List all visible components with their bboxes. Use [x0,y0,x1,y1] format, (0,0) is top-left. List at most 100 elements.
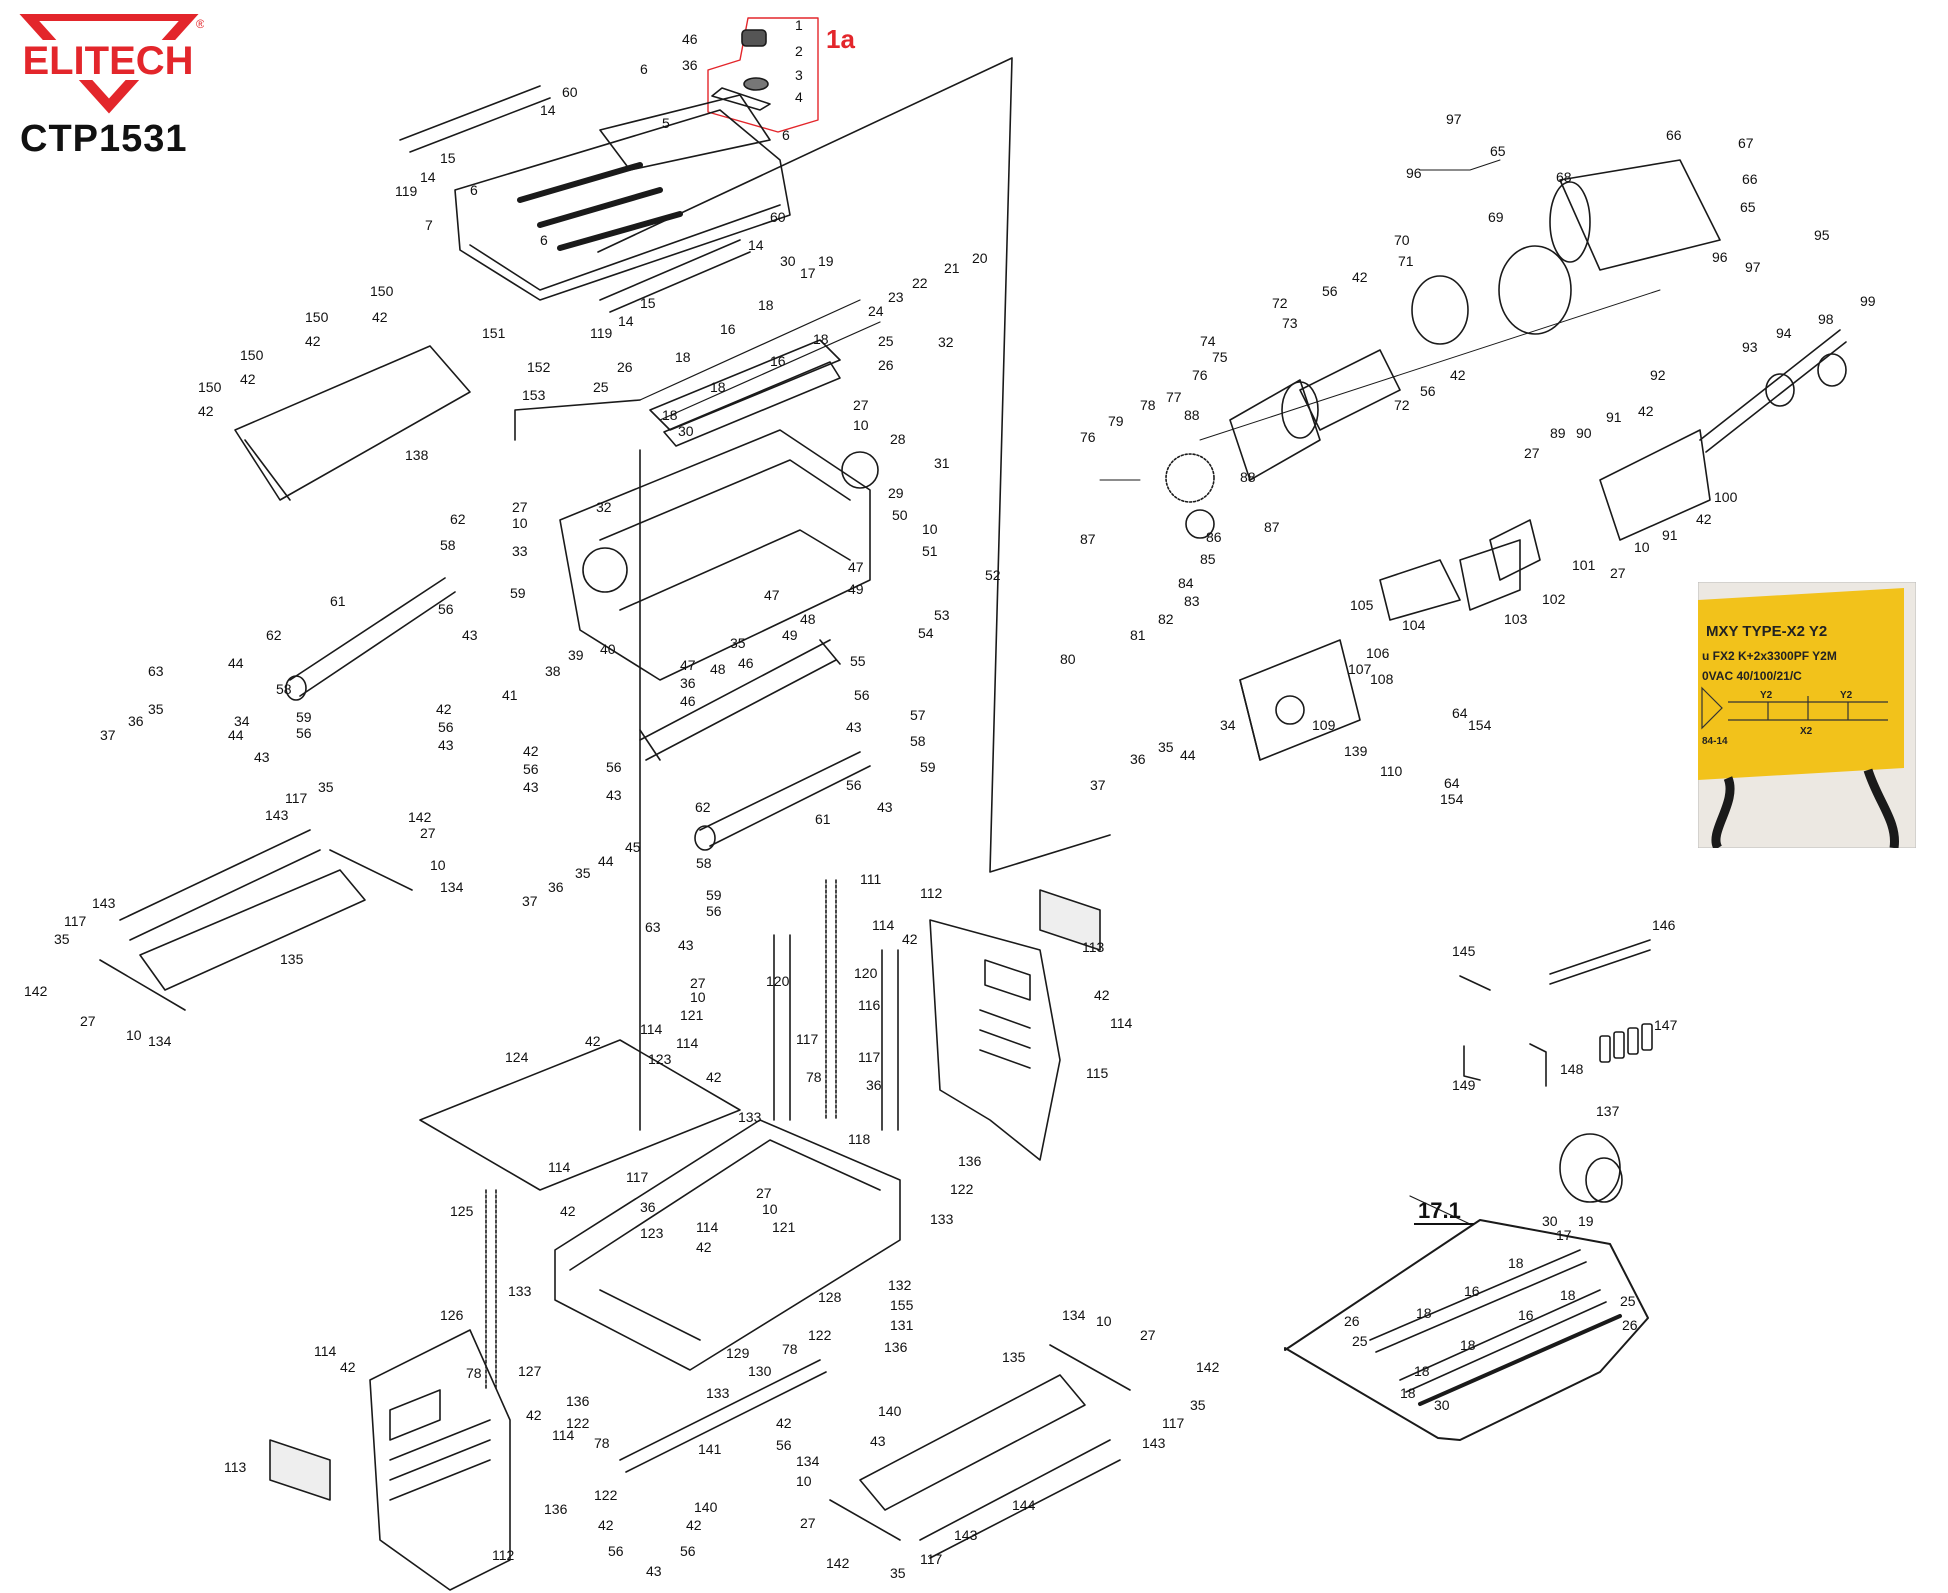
part-label: 78 [594,1435,610,1451]
part-label: 48 [710,661,726,677]
part-label: 70 [1394,232,1410,248]
subassembly-outline [1284,1219,1649,1441]
part-label: 56 [296,725,312,741]
part-label: 6 [640,61,648,77]
part-label: 138 [405,447,429,463]
part-label: 56 [680,1543,696,1559]
capacitor-photo: MXY TYPE-X2 Y2 u FX2 K+2x3300PF Y2M 0VAC… [1698,582,1916,848]
part-label: 67 [1738,135,1754,151]
part-label: 83 [1184,593,1200,609]
part-label: 80 [1060,651,1076,667]
part-label: 66 [1742,171,1758,187]
part-label: 47 [764,587,780,603]
part-label: 79 [1108,413,1124,429]
subassembly-label: 17.1 [1418,1198,1461,1223]
part-label: 88 [1240,469,1256,485]
part-label: 35 [730,635,746,651]
part-label: 51 [922,543,938,559]
part-label: 40 [600,641,616,657]
part-label: 116 [858,997,881,1013]
part-label: 93 [1742,339,1758,355]
capacitor-line-1: MXY TYPE-X2 Y2 [1706,623,1827,640]
part-label: 43 [462,627,478,643]
part-label: 35 [54,931,70,947]
part-label: 16 [720,321,736,337]
part-label: 74 [1200,333,1216,349]
part-label: 21 [944,260,960,276]
part-label: 143 [954,1527,978,1543]
part-label: 16 [1464,1283,1480,1299]
part-label: 18 [1416,1305,1432,1321]
part-label: 34 [1220,717,1236,733]
part-label: 57 [910,707,926,723]
part-label: 27 [756,1185,772,1201]
part-label: 47 [680,657,696,673]
part-label: 42 [598,1517,614,1533]
part-label: 114 [548,1159,571,1175]
part-label: 5 [662,115,670,131]
part-label: 24 [868,303,884,319]
part-label: 25 [878,333,894,349]
part-label: 56 [776,1437,792,1453]
part-label: 77 [1166,389,1182,405]
part-label: 29 [888,485,904,501]
armature [1299,349,1401,431]
part-label: 149 [1452,1077,1476,1093]
part-label: 56 [846,777,862,793]
part-label: 42 [1352,269,1368,285]
part-label: 130 [748,1363,772,1379]
part-label: 133 [508,1283,532,1299]
part-label: 133 [930,1211,954,1227]
part-label: 62 [266,627,282,643]
part-label: 58 [440,537,456,553]
part-label: 129 [726,1345,750,1361]
part-label: 134 [148,1033,172,1049]
part-label: 97 [1745,259,1761,275]
part-label: 25 [1620,1293,1636,1309]
capacitor-line-4: 84-14 [1702,736,1728,747]
part-label: 82 [1158,611,1174,627]
part-label: 91 [1662,527,1678,543]
part-label: 114 [314,1343,337,1359]
elitech-logo: ELITECH ® [19,14,204,114]
part-label: 17 [800,265,816,281]
outfeed-table [859,1374,1086,1511]
top-cover [454,109,791,301]
part-label: 106 [1366,645,1390,661]
part-label: 33 [512,543,528,559]
part-label: 87 [1080,531,1096,547]
part-label: 19 [1578,1213,1594,1229]
part-label: 72 [1272,295,1288,311]
part-label: 27 [420,825,436,841]
part-label: 78 [782,1341,798,1357]
right-roller [699,751,871,847]
part-label: 61 [330,593,346,609]
part-label: 27 [1524,445,1540,461]
part-label: 10 [796,1473,812,1489]
part-label: 42 [585,1033,601,1049]
part-label: 37 [522,893,538,909]
part-label: 81 [1130,627,1146,643]
part-label: 133 [706,1385,730,1401]
side-panel-left [369,1329,511,1591]
part-label: 44 [228,655,244,671]
part-label: 72 [1394,397,1410,413]
part-label: 27 [853,397,869,413]
part-label: 35 [890,1565,906,1581]
part-label: 75 [1212,349,1228,365]
part-label: 64 [1452,705,1468,721]
part-label: 155 [890,1297,914,1313]
part-label: 118 [848,1131,871,1147]
part-label: 121 [680,1007,704,1023]
part-label: 147 [1654,1017,1678,1033]
part-label: 60 [770,209,786,225]
part-label: 110 [1380,763,1403,779]
handle-box-top [1039,889,1101,951]
part-label: 63 [148,663,164,679]
part-label: 114 [676,1035,699,1051]
part-label: 14 [748,237,764,253]
handle-box-bottom [269,1439,331,1501]
part-label: 145 [1452,943,1476,959]
part-label: 153 [522,387,546,403]
